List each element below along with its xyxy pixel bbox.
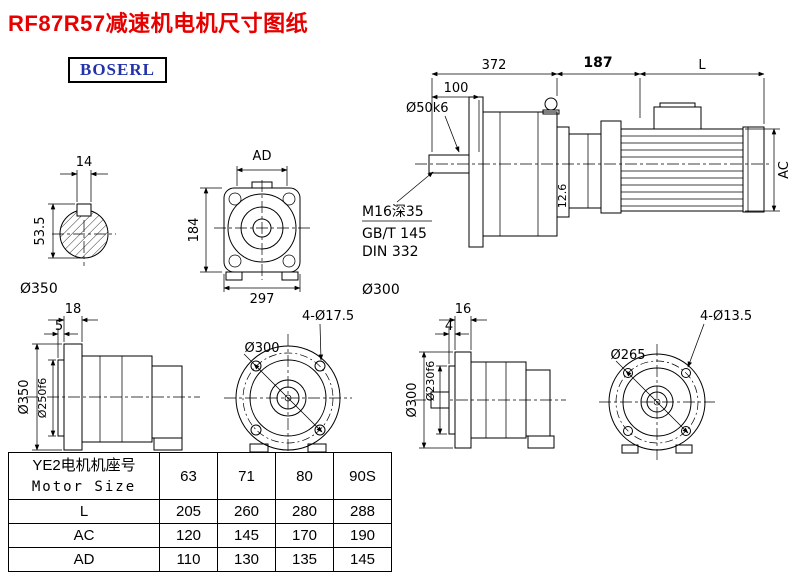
table-header-cell: YE2电机机座号 Motor Size [8, 452, 160, 500]
flange-outer-dia-label-right: Ø300 [405, 382, 420, 417]
shaft-diameter-label: Ø50k6 [406, 101, 449, 116]
row-label-AD: AD [8, 547, 160, 572]
table-row-L: L 205 260 280 288 [8, 499, 392, 524]
dim-100-label: 100 [444, 81, 469, 96]
table-cell-AC-90s: 190 [333, 523, 392, 548]
brand-logo-text: BOSERL [80, 60, 155, 79]
motor-size-80: 80 [275, 452, 334, 500]
table-row-AD: AD 110 130 135 145 [8, 547, 392, 572]
flange-dia-note: Ø350 [20, 281, 58, 297]
table-header-cn: YE2电机机座号 [32, 457, 136, 474]
thread-note-line2: GB/T 145 [362, 226, 427, 242]
row-label-L: L [8, 499, 160, 524]
motor-size-table: YE2电机机座号 Motor Size 63 71 80 90S L 205 2… [8, 452, 392, 572]
motor-size-63: 63 [159, 452, 218, 500]
key-width-label: 14 [76, 155, 93, 170]
dim-4-label: 4 [445, 319, 453, 334]
table-header-en: Motor Size [31, 479, 137, 495]
flange-front-view-right: Ø265 4-Ø13.5 [599, 309, 752, 460]
table-cell-AD-71: 130 [217, 547, 276, 572]
spigot-dia-label-left: Ø250f6 [36, 378, 49, 419]
assembly-side-view: 372 187 L 100 Ø50k6 AC 12.6 M16深35 GB/T … [362, 55, 792, 260]
row-label-AC: AC [8, 523, 160, 548]
brand-logo: BOSERL [68, 57, 167, 83]
flange-side-view-left: 18 5 Ø350 Ø250f6 [17, 302, 200, 451]
dia-300-note: Ø300 [362, 282, 400, 298]
dim-L-label: L [698, 58, 706, 73]
section-height-label: 53.5 [33, 217, 48, 246]
table-cell-AC-71: 145 [217, 523, 276, 548]
table-cell-L-90s: 288 [333, 499, 392, 524]
thread-note-line1: M16深35 [362, 204, 424, 220]
dim-AC-label: AC [777, 161, 792, 179]
table-cell-AD-80: 135 [275, 547, 334, 572]
table-cell-AD-63: 110 [159, 547, 218, 572]
motor-size-71: 71 [217, 452, 276, 500]
page-title: RF87R57减速机电机尺寸图纸 [8, 11, 309, 36]
bolt-holes-label-right: 4-Ø13.5 [700, 309, 752, 324]
flange-front-view-left: Ø300 4-Ø17.5 [224, 309, 354, 462]
flange-side-view-right: 16 4 Ø300 Ø230f6 [405, 302, 566, 449]
dim-187-label: 187 [583, 55, 612, 71]
dim-16-label: 16 [455, 302, 472, 317]
table-cell-AC-80: 170 [275, 523, 334, 548]
table-cell-AD-90s: 145 [333, 547, 392, 572]
dim-372-label: 372 [482, 58, 507, 73]
gearbox-front-view: AD 184 297 Ø300 [187, 149, 400, 307]
thread-note-line3: DIN 332 [362, 244, 419, 260]
bolt-circle-dia-label-right: Ø265 [610, 348, 645, 363]
table-cell-AC-63: 120 [159, 523, 218, 548]
dim-184-label: 184 [187, 218, 202, 243]
dim-5-label: 5 [55, 319, 63, 334]
motor-size-90s: 90S [333, 452, 392, 500]
table-row-AC: AC 120 145 170 190 [8, 523, 392, 548]
table-cell-L-63: 205 [159, 499, 218, 524]
table-cell-L-80: 280 [275, 499, 334, 524]
table-header-row: YE2电机机座号 Motor Size 63 71 80 90S [8, 452, 392, 500]
spigot-dia-label-right: Ø230f6 [424, 361, 437, 402]
dim-297-label: 297 [250, 292, 275, 307]
dim-18-label: 18 [65, 302, 82, 317]
dim-AD-label: AD [253, 149, 272, 164]
shaft-key-section-view: 14 53.5 Ø350 [20, 155, 116, 297]
table-cell-L-71: 260 [217, 499, 276, 524]
flange-outer-dia-label-left: Ø350 [17, 379, 32, 414]
bolt-circle-dia-label-left: Ø300 [244, 341, 279, 356]
bolt-holes-label-left: 4-Ø17.5 [302, 309, 354, 324]
dim-12-6-label: 12.6 [556, 184, 569, 209]
